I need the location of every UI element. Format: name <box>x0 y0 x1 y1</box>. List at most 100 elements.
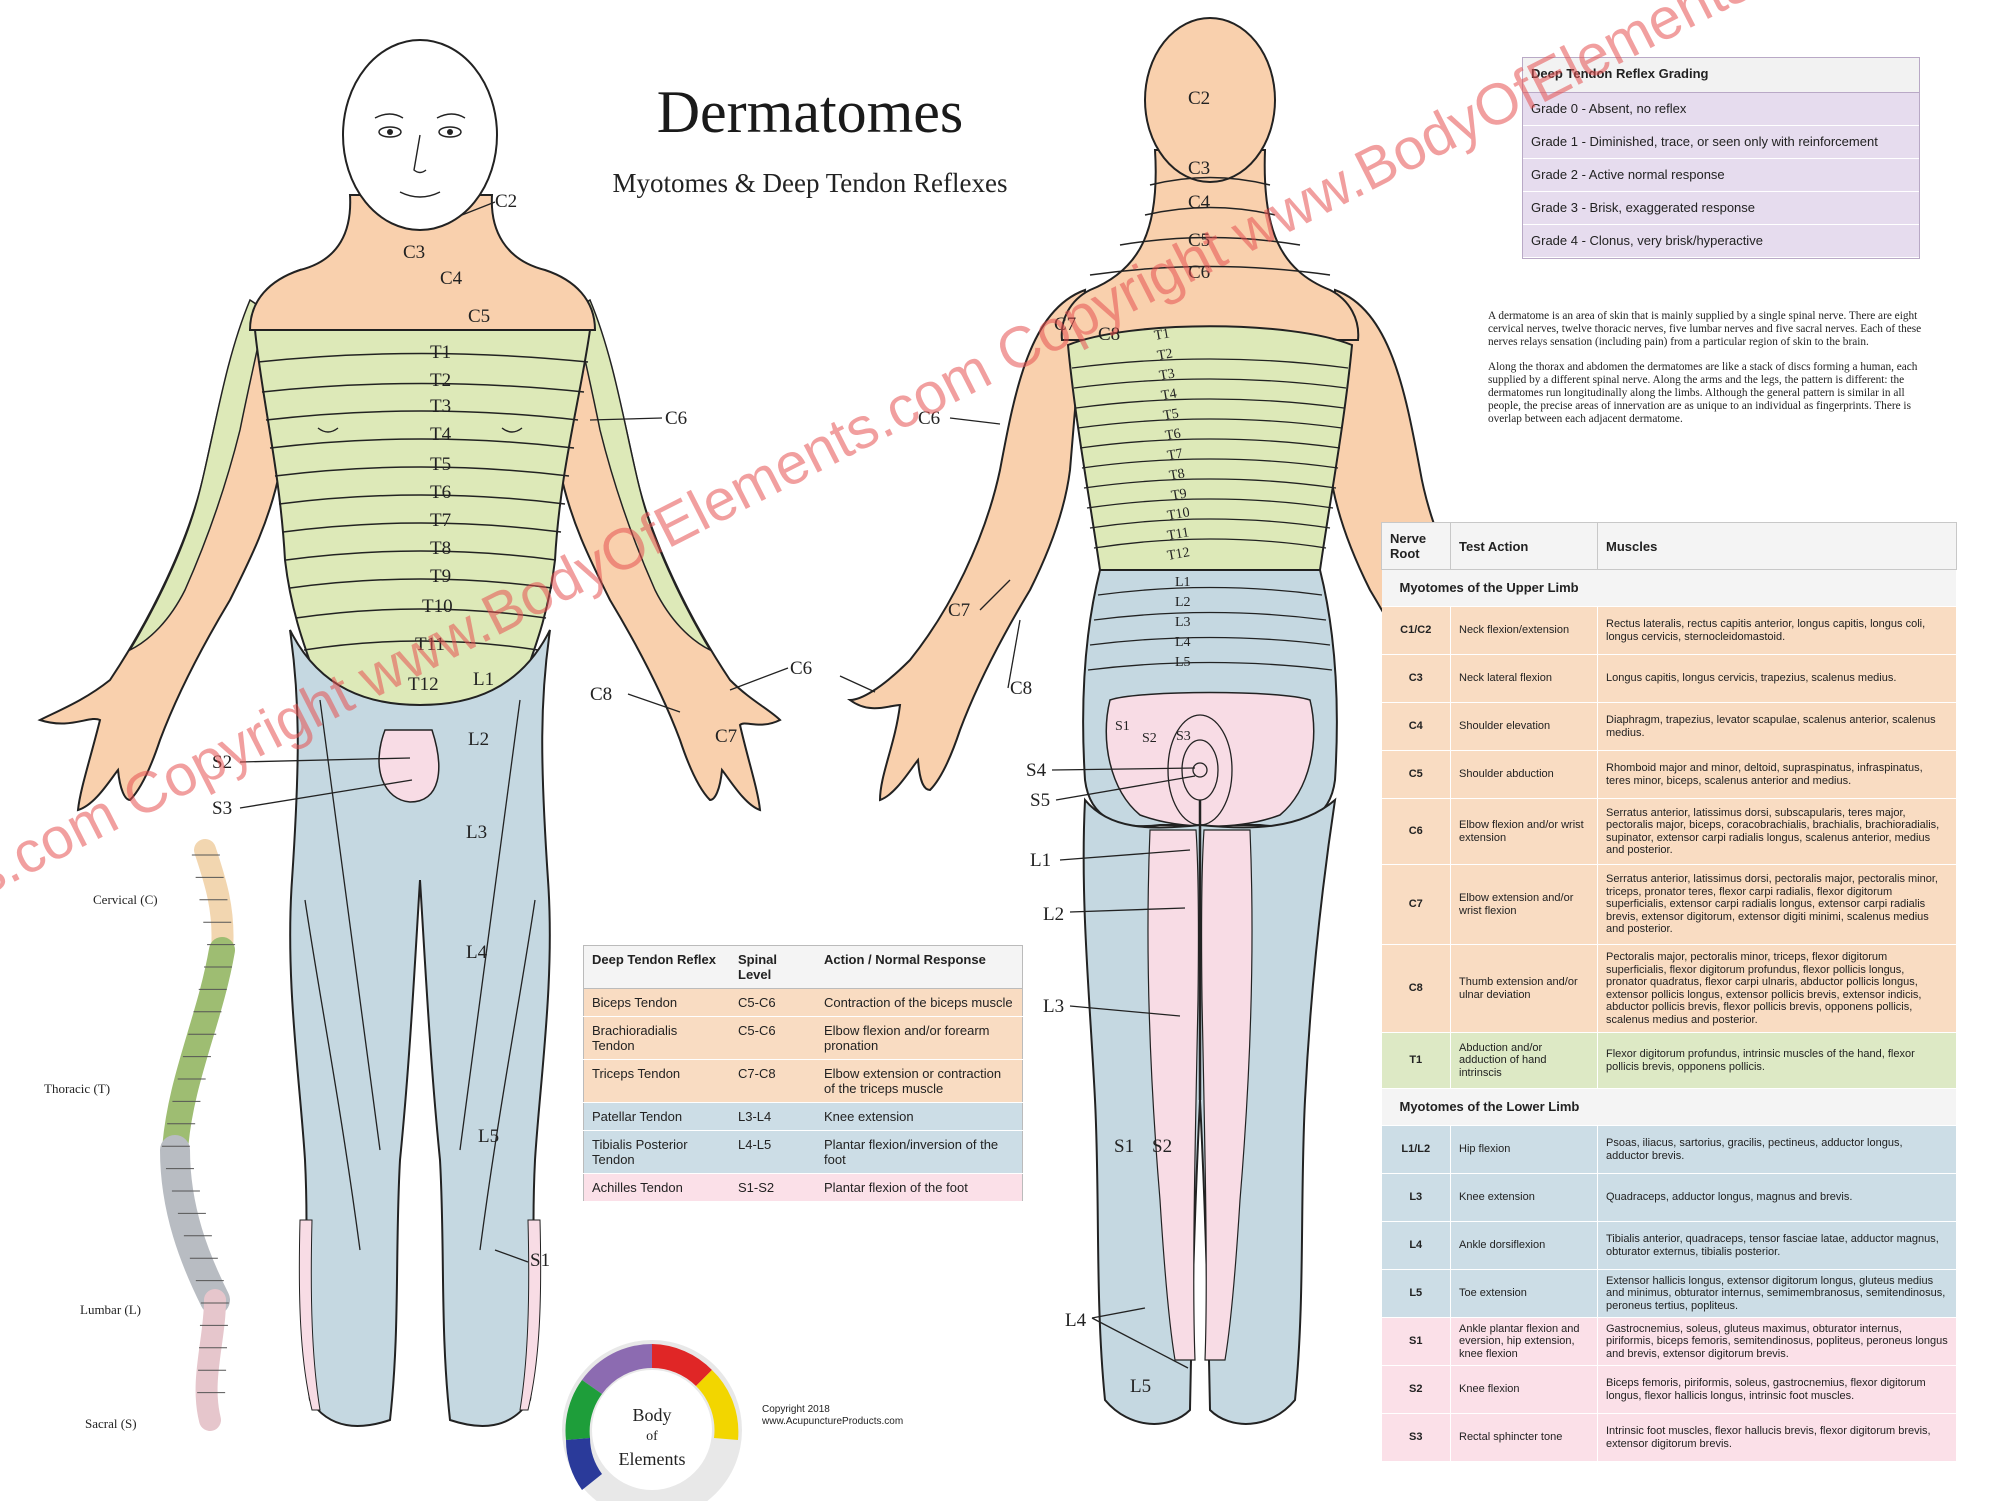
front-face-nose <box>413 134 427 174</box>
myotome-section-heading: Myotomes of the Upper Limb <box>1381 569 1957 607</box>
grading-row: Grade 2 - Active normal response <box>1523 159 1919 192</box>
myotome-cell-muscles: Serratus anterior, latissimus dorsi, pec… <box>1597 864 1957 945</box>
myotome-cell-action: Knee flexion <box>1450 1365 1598 1414</box>
back-sacral-region <box>1105 691 1315 827</box>
body-of-elements-logo <box>562 1340 742 1501</box>
myotome-cell-root: C7 <box>1381 864 1451 945</box>
logo-line-3: Elements <box>618 1449 686 1469</box>
myotome-cell-action: Shoulder elevation <box>1450 702 1598 751</box>
myotome-cell-muscles: Rectus lateralis, rectus capitis anterio… <box>1597 606 1957 655</box>
back-head <box>1144 17 1276 183</box>
reflex-cell-reflex: Patellar Tendon <box>583 1102 730 1131</box>
myotome-section-label: Myotomes of the Lower Limb <box>1381 1088 1957 1126</box>
myotome-cell-muscles: Pectoralis major, pectoralis minor, tric… <box>1597 944 1957 1033</box>
grading-row: Grade 3 - Brisk, exaggerated response <box>1523 192 1919 225</box>
front-legs-s1-strip-right <box>519 1219 542 1411</box>
myotome-section-label: Myotomes of the Upper Limb <box>1381 569 1957 607</box>
reflex-cell-reflex: Brachioradialis Tendon <box>583 1016 730 1060</box>
spine-label-lumbar: Lumbar (L) <box>80 1302 142 1317</box>
myotome-cell-action: Knee extension <box>1450 1173 1598 1222</box>
myotome-cell-root: C3 <box>1381 654 1451 703</box>
myotome-cell-root: C8 <box>1381 944 1451 1033</box>
myotome-header-action: Test Action <box>1450 522 1598 570</box>
myotome-cell-action: Rectal sphincter tone <box>1450 1413 1598 1462</box>
deep-tendon-reflex-table: Deep Tendon Reflex Spinal Level Action /… <box>583 945 1023 1202</box>
grading-heading: Deep Tendon Reflex Grading <box>1523 58 1919 93</box>
myotome-cell-root: S2 <box>1381 1365 1451 1414</box>
logo-text: Body of Elements <box>600 1404 704 1470</box>
front-thoracic-bands <box>257 352 589 651</box>
reflex-cell-reflex: Achilles Tendon <box>583 1173 730 1202</box>
myotome-table-header: Nerve Root Test Action Muscles <box>1381 522 1957 570</box>
spine-lumbar <box>160 1135 230 1315</box>
myotome-cell-action: Hip flexion <box>1450 1125 1598 1174</box>
back-left-arm <box>846 288 1087 802</box>
reflex-header-response: Action / Normal Response <box>816 945 1023 989</box>
dermatome-description: A dermatome is an area of skin that is m… <box>1488 310 1933 438</box>
reflex-cell-response: Elbow extension or contraction of the tr… <box>816 1059 1023 1103</box>
page-title: Dermatomes <box>656 79 964 145</box>
reflex-cell-level: C5-C6 <box>730 988 816 1017</box>
myotome-table: Nerve Root Test Action Muscles Myotomes … <box>1381 522 1957 1462</box>
logo-line-1: Body <box>632 1405 672 1425</box>
description-paragraph-2: Along the thorax and abdomen the dermato… <box>1488 361 1918 425</box>
spine-label-thoracic: Thoracic (T) <box>44 1081 111 1096</box>
copyright-line-1: Copyright 2018 <box>762 1404 830 1415</box>
description-paragraph-1: A dermatome is an area of skin that is m… <box>1488 310 1922 348</box>
myotome-cell-action: Neck flexion/extension <box>1450 606 1598 655</box>
front-face-brows <box>374 113 466 119</box>
reflex-cell-reflex: Biceps Tendon <box>583 988 730 1017</box>
front-left-arm-c6-band <box>128 298 266 652</box>
myotome-cell-muscles: Diaphragm, trapezius, levator scapulae, … <box>1597 702 1957 751</box>
grading-row: Grade 0 - Absent, no reflex <box>1523 93 1919 126</box>
myotome-header-muscles: Muscles <box>1597 522 1957 570</box>
reflex-cell-level: L3-L4 <box>730 1102 816 1131</box>
myotome-cell-muscles: Quadraceps, adductor longus, magnus and … <box>1597 1173 1957 1222</box>
back-legs-s-strip-right <box>1201 829 1253 1361</box>
spine-thoracic <box>162 937 235 1163</box>
reflex-cell-level: C5-C6 <box>730 1016 816 1060</box>
page-subtitle: Myotomes & Deep Tendon Reflexes <box>612 168 1008 198</box>
copyright-line-2: www.AcupunctureProducts.com <box>762 1416 904 1427</box>
front-genital <box>378 729 440 803</box>
myotome-cell-root: C5 <box>1381 750 1451 799</box>
reflex-cell-response: Contraction of the biceps muscle <box>816 988 1023 1017</box>
reflex-header-level: Spinal Level <box>730 945 816 989</box>
myotome-cell-root: L5 <box>1381 1269 1451 1318</box>
myotome-cell-action: Ankle plantar flexion and eversion, hip … <box>1450 1317 1598 1366</box>
myotome-cell-muscles: Gastrocnemius, soleus, gluteus maximus, … <box>1597 1317 1957 1366</box>
front-face-mouth <box>399 191 441 198</box>
front-neck-shoulders <box>248 194 597 331</box>
myotome-cell-action: Ankle dorsiflexion <box>1450 1221 1598 1270</box>
myotome-cell-root: L4 <box>1381 1221 1451 1270</box>
reflex-table-header: Deep Tendon Reflex Spinal Level Action /… <box>583 945 1023 989</box>
myotome-cell-action: Elbow extension and/or wrist flexion <box>1450 864 1598 945</box>
front-legs <box>289 629 551 1427</box>
myotome-cell-muscles: Flexor digitorum profundus, intrinsic mu… <box>1597 1032 1957 1089</box>
myotome-cell-action: Neck lateral flexion <box>1450 654 1598 703</box>
myotome-cell-muscles: Biceps femoris, piriformis, soleus, gast… <box>1597 1365 1957 1414</box>
myotome-cell-muscles: Serratus anterior, latissimus dorsi, sub… <box>1597 798 1957 865</box>
spine-label-cervical: Cervical (C) <box>93 892 158 907</box>
reflex-cell-level: S1-S2 <box>730 1173 816 1202</box>
front-leg-lines <box>304 699 536 1251</box>
myotome-cell-muscles: Tibialis anterior, quadraceps, tensor fa… <box>1597 1221 1957 1270</box>
